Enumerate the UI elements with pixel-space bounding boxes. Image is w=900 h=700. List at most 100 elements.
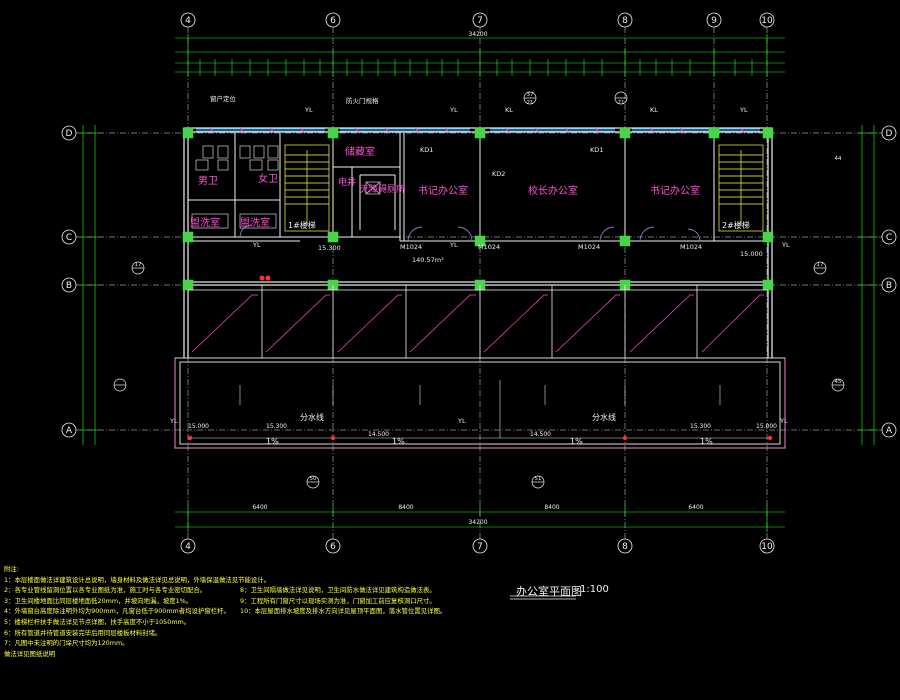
toilet-fixtures <box>191 145 381 229</box>
plan-scale: 1:100 <box>580 584 609 595</box>
slope-2: 1% <box>392 437 405 446</box>
dim-bottom-3: 8400 <box>544 504 559 511</box>
label-yl-7: YL <box>169 417 178 425</box>
roof-elev-6: 15.000 <box>756 423 777 430</box>
total-dimension-bottom: 34200 <box>468 519 487 526</box>
room-barrier-free-wc: 无障碍厕所 <box>360 183 405 195</box>
columns <box>182 127 774 291</box>
note-4: 4：外墙窗台高度除注明外均为900mm，凡窗台低于900mm者均设护窗栏杆。 <box>4 607 230 616</box>
room-storage: 储藏室 <box>345 145 375 158</box>
canopy-diagonals <box>191 294 764 353</box>
label-yl-8: YL <box>457 417 466 425</box>
axis-top-7: 7 <box>477 16 483 26</box>
dim-bottom-2: 8400 <box>398 504 413 511</box>
stair-right <box>718 144 764 232</box>
axis-left-C: C <box>66 233 72 243</box>
label-yl-3: YL <box>739 106 748 114</box>
callout-21-b: 21 <box>618 100 625 106</box>
label-m1024-1: M1024 <box>400 243 422 251</box>
label-yl-6: YL <box>781 241 790 249</box>
roof-parapet-hatch <box>174 358 786 449</box>
dim-bottom-4: 6400 <box>688 504 703 511</box>
axis-right-D: D <box>886 129 893 139</box>
note-6: 6：所有管道井待管道安装完毕后用同层楼板材料封堵。 <box>4 628 162 637</box>
axis-left-B: B <box>66 281 72 291</box>
dimension-ticks-top <box>187 34 768 76</box>
axis-bottom-6: 6 <box>330 542 336 552</box>
axis-top-4: 4 <box>185 16 191 26</box>
callout-50: 50 <box>310 476 317 482</box>
roof-drains <box>187 275 773 441</box>
label-elev-1: 15.300 <box>318 244 341 252</box>
notes-title: 附注: <box>4 565 19 573</box>
axis-bottom-7: 7 <box>477 542 483 552</box>
canopy-structure <box>188 285 768 358</box>
note-3: 3：卫生间楼地面比同层楼地面低20mm，并坡向地漏，坡度1%。 <box>4 596 193 605</box>
label-kd1-2: KD1 <box>590 146 603 154</box>
room-cleaning-2: 盥洗室 <box>240 216 270 229</box>
room-cleaning-1: 盥洗室 <box>190 216 220 229</box>
axis-left-D: D <box>66 129 73 139</box>
note-1: 1：本层楼面做法详建筑设计总说明，墙身材料及做法详见总说明，外墙保温做法见节能设… <box>4 575 271 584</box>
split-water-line-2: 分水线 <box>592 412 616 422</box>
note-2: 2：各专业管线留洞位置以各专业图纸为准，施工时与各专业密切配合。 <box>4 586 207 595</box>
plan-title: 办公室平面图 <box>516 585 582 598</box>
dimension-lines-bottom <box>175 505 785 532</box>
roof-drainage-arrows <box>190 380 770 439</box>
axis-right-C: C <box>886 233 892 243</box>
label-yl-9: YL <box>779 417 788 425</box>
callout-17-a: 17 <box>135 262 142 268</box>
callout-45: 45 <box>835 379 842 385</box>
room-secretary-office-2: 书记办公室 <box>650 184 700 197</box>
note-right-1: 8：卫生间隔墙做法详见说明，卫生间防水做法详见建筑构造做法表。 <box>240 586 436 594</box>
axis-top-9: 9 <box>711 16 717 26</box>
roof-elev-3: 14.500 <box>530 431 551 438</box>
note-right-2: 9：工程所有门窗尺寸以现场实测为准，门窗加工前应复核洞口尺寸。 <box>240 596 436 605</box>
axis-right-A: A <box>886 426 893 436</box>
label-yl-2: YL <box>449 106 458 114</box>
label-yl-4: YL <box>252 241 261 249</box>
room-electric-shaft: 电井 <box>338 176 356 188</box>
label-m1024-3: M1024 <box>578 243 600 251</box>
callout-21-a: 21 <box>527 100 534 106</box>
roof-elev-1: 15.300 <box>266 423 287 430</box>
label-yl-1: YL <box>304 106 313 114</box>
slope-4: 1% <box>700 437 713 446</box>
roof-elev-4: 15.300 <box>690 423 711 430</box>
room-male-toilet: 男卫 <box>198 175 218 187</box>
axis-bottom-8: 8 <box>622 542 628 552</box>
callout-51: 51 <box>535 476 542 482</box>
stair-label-2: 1#楼梯 <box>288 220 316 230</box>
notes-block-right: 8：卫生间隔墙做法详见说明，卫生间防水做法详见建筑构造做法表。 9：工程所有门窗… <box>240 585 660 617</box>
slope-3: 1% <box>570 437 583 446</box>
axis-top-6: 6 <box>330 16 336 26</box>
label-m1024-2: M1024 <box>478 243 500 251</box>
label-m1024-4: M1024 <box>680 243 702 251</box>
label-window-note: 窗户定位 <box>210 94 237 103</box>
note-5: 5：楼梯栏杆扶手做法详见节点详图，扶手高度不小于1050mm。 <box>4 617 191 626</box>
label-kl-1: KL <box>505 106 513 114</box>
note-8: 做法详见图纸说明 <box>4 649 56 658</box>
detail-callouts <box>113 91 845 489</box>
interior-walls <box>188 133 768 242</box>
axis-right-B: B <box>886 281 892 291</box>
room-female-toilet: 女卫 <box>258 172 278 185</box>
axis-left-A: A <box>66 426 73 436</box>
callout-17-b: 17 <box>817 262 824 268</box>
dimension-lines-sides <box>80 125 878 445</box>
roof-elev-2: 14.500 <box>368 431 389 438</box>
room-secretary-office-1: 书记办公室 <box>418 184 468 197</box>
label-elev-2: 15.000 <box>740 250 763 258</box>
room-principal-office: 校长办公室 <box>528 184 578 197</box>
dim-bottom-1: 6400 <box>252 504 267 511</box>
label-fire-note: 防火门规格 <box>346 96 379 105</box>
label-yl-5: YL <box>449 241 458 249</box>
axis-bottom-10: 10 <box>761 542 773 552</box>
stair-left <box>284 144 330 232</box>
door-swings <box>239 224 701 242</box>
callout-37: 37 <box>527 92 534 98</box>
notes-block: 附注: 1：本层楼面做法详建筑设计总说明，墙身材料及做法详见总说明，外墙保温做法… <box>4 564 504 659</box>
axis-bottom-4: 4 <box>185 542 191 552</box>
callout-44: 44 <box>835 156 842 162</box>
